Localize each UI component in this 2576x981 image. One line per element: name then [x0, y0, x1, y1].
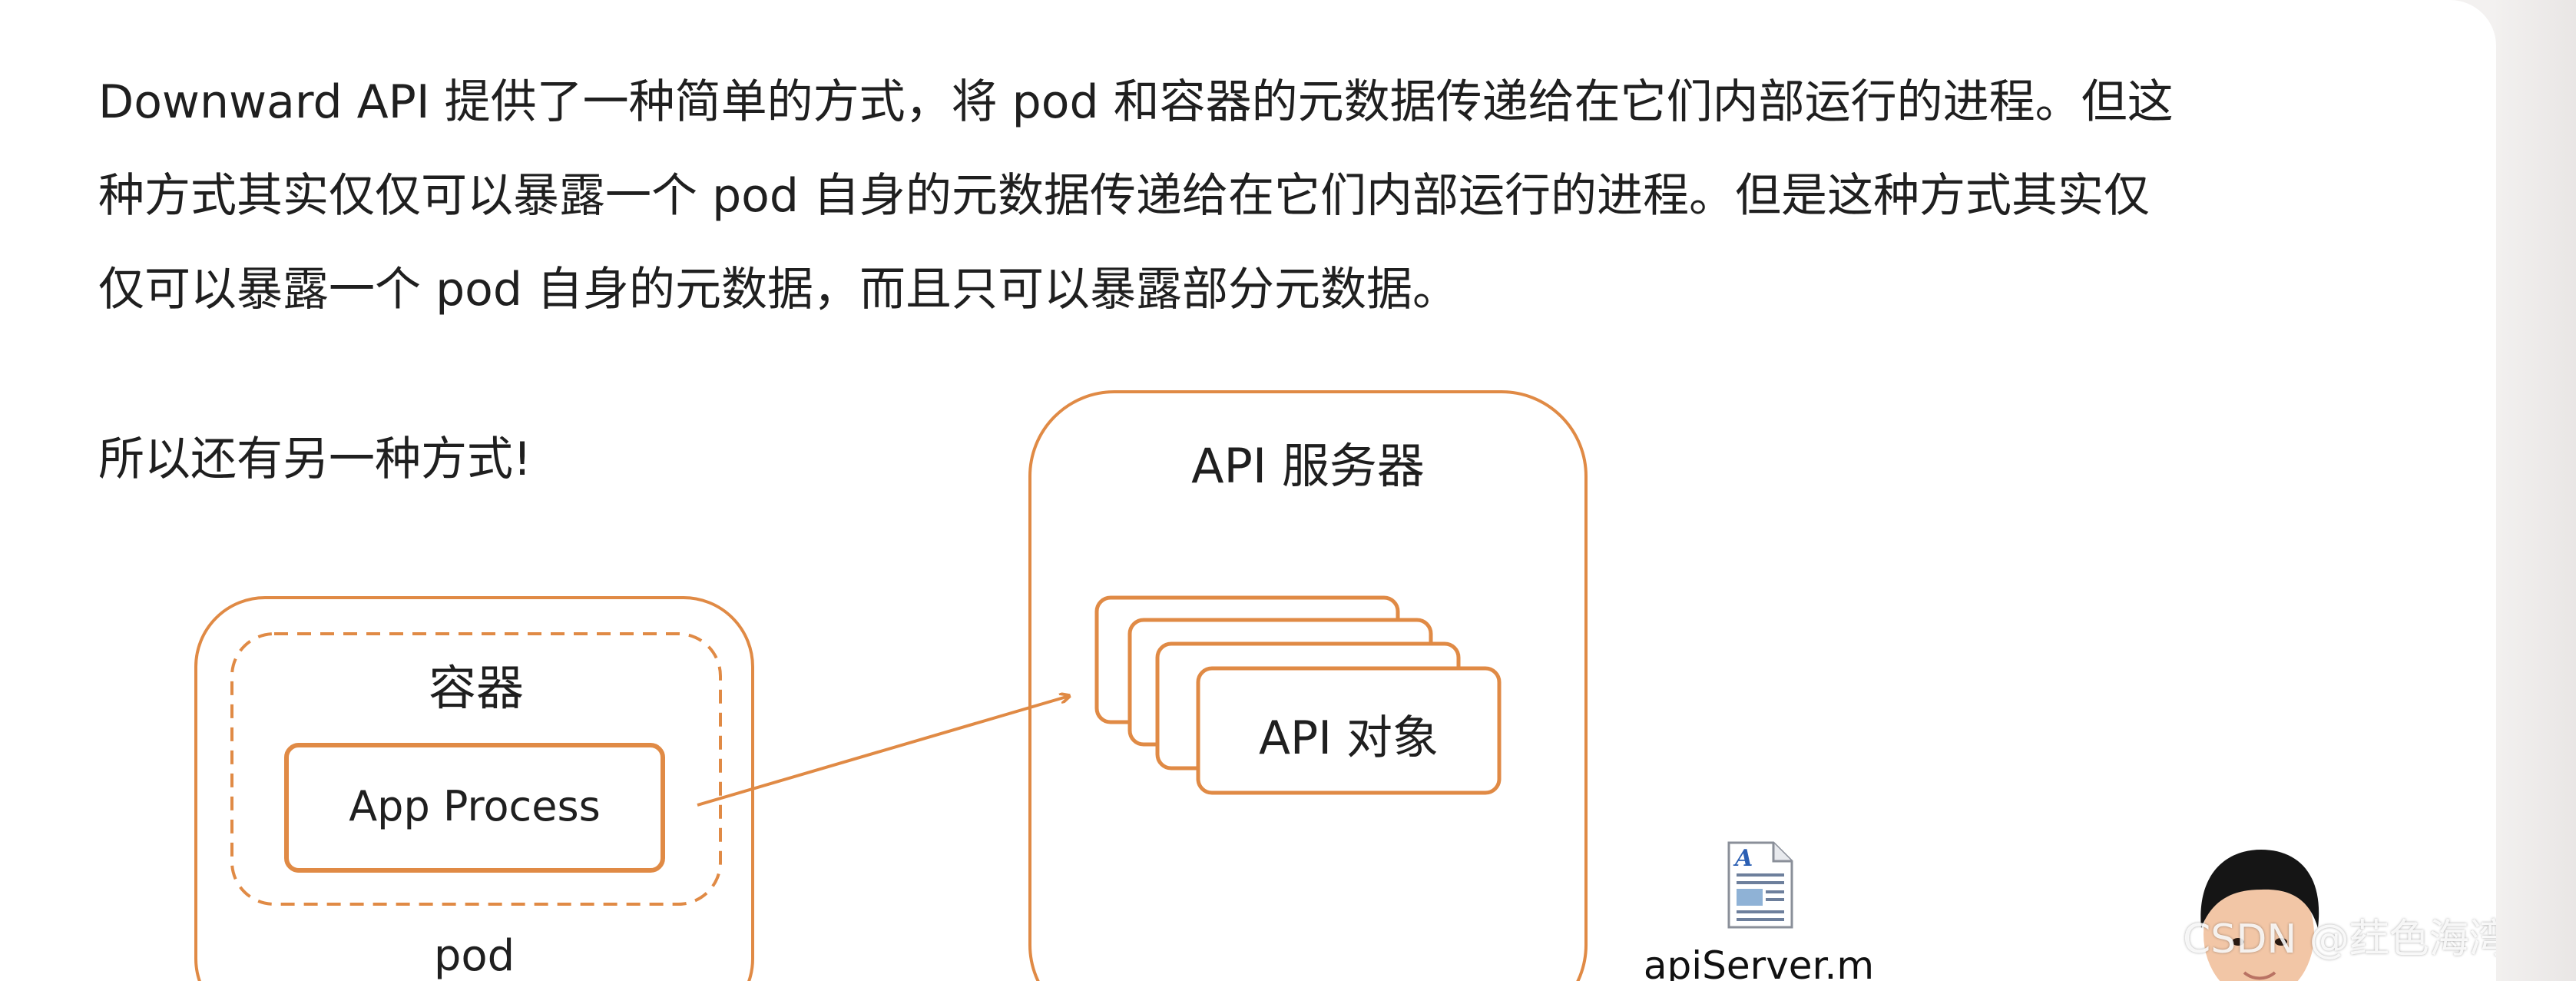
api-server-label: API 服务器	[1191, 438, 1425, 494]
paragraph-line: 种方式其实仅仅可以暴露一个 pod 自身的元数据传递给在它们内部运行的进程。但是…	[98, 169, 2151, 223]
api-object-label: API 对象	[1259, 711, 1439, 765]
another-way-note: 所以还有另一种方式!	[98, 433, 532, 486]
svg-text:A: A	[1733, 845, 1753, 872]
slide-edge-shadow	[2496, 0, 2576, 981]
container-box	[230, 632, 722, 906]
api-object-card	[1196, 666, 1502, 795]
app-process-label: App Process	[349, 782, 601, 830]
api-server-box	[1028, 390, 1588, 981]
file-name-label: apiServer.m	[1643, 943, 1875, 981]
presenter-avatar	[2178, 843, 2339, 981]
pod-box	[194, 596, 754, 981]
container-label: 容器	[428, 660, 524, 716]
request-arrow	[697, 696, 1069, 807]
paragraph-line: Downward API 提供了一种简单的方式，将 pod 和容器的元数据传递给…	[98, 75, 2174, 129]
slide: Downward API 提供了一种简单的方式，将 pod 和容器的元数据传递给…	[0, 0, 2496, 981]
csdn-watermark: CSDN @荭色海湾	[2183, 916, 2496, 963]
document-icon[interactable]: A	[1724, 840, 1795, 930]
intro-paragraph: Downward API 提供了一种简单的方式，将 pod 和容器的元数据传递给…	[98, 55, 2402, 336]
diagram	[194, 390, 1588, 981]
paragraph-line: 仅可以暴露一个 pod 自身的元数据，而且只可以暴露部分元数据。	[98, 263, 1459, 317]
app-process-box	[284, 743, 665, 873]
pod-label: pod	[433, 931, 515, 981]
